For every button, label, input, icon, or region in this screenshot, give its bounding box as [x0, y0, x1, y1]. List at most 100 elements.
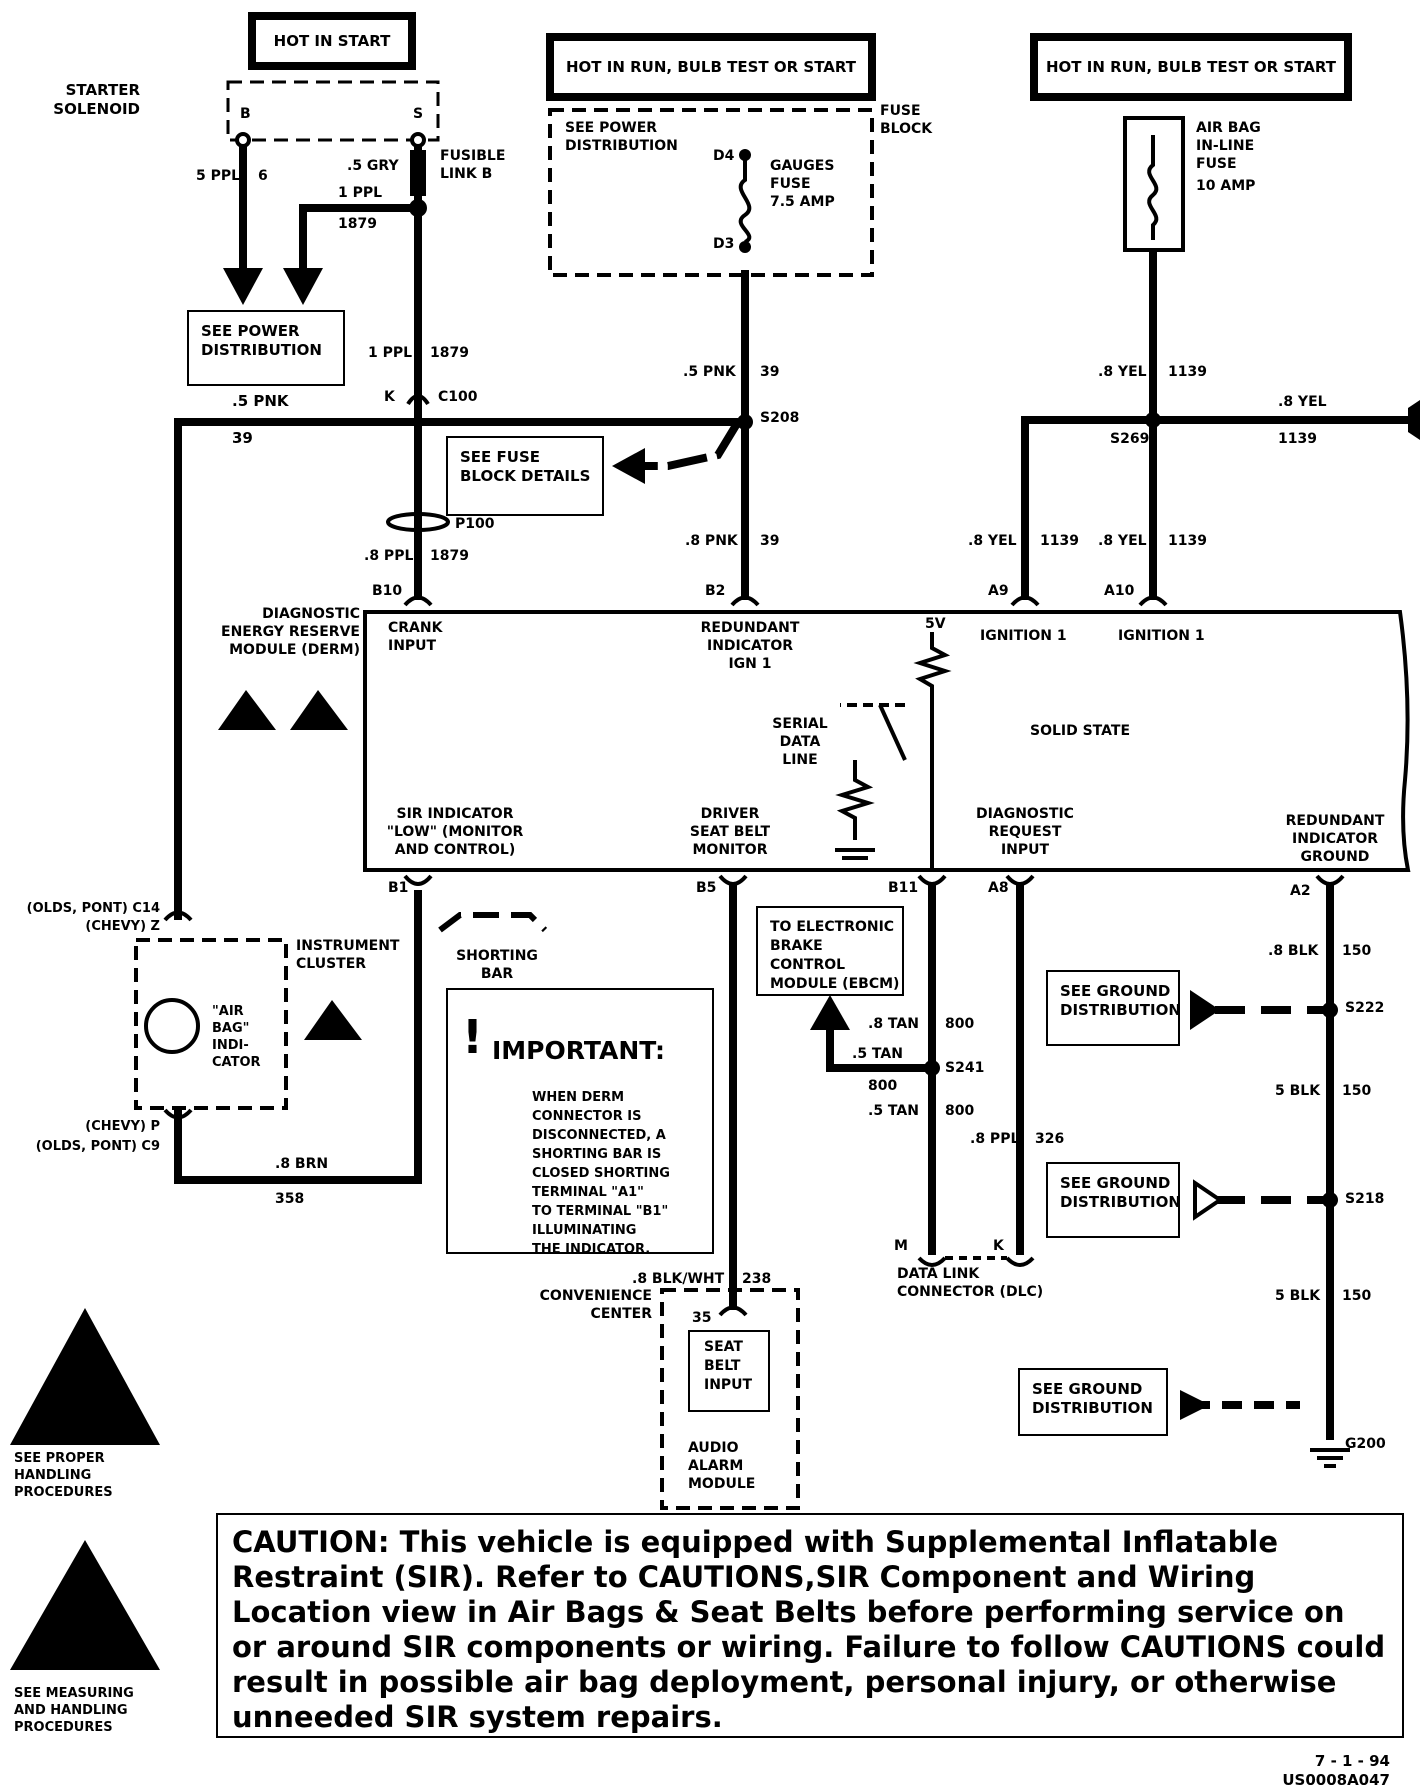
label-w-8pnk: .8 PNK [685, 533, 739, 549]
label-w-5ppl: 5 PPL [196, 168, 240, 184]
conn-dlc-m [917, 1256, 947, 1267]
footer-code: US0008A047 [1282, 1771, 1390, 1789]
label-solid-state: SOLID STATE [1030, 723, 1130, 739]
label-w-8yel-c: .8 YEL [968, 533, 1017, 549]
conn-b2 [730, 595, 760, 607]
label-w-5gry: .5 GRY [347, 158, 399, 174]
label-w-1139-d: 1139 [1168, 533, 1207, 549]
label-s208: S208 [760, 410, 799, 426]
footer-date: 7 - 1 - 94 [1314, 1752, 1390, 1770]
see-ground-distribution-2: SEE GROUND DISTRIBUTION [1046, 1162, 1181, 1238]
convenience-center-box [660, 1288, 800, 1510]
see-ground-distribution-1: SEE GROUND DISTRIBUTION [1046, 970, 1181, 1046]
conn-35 [718, 1305, 748, 1317]
label-pin-b2: B2 [705, 583, 725, 599]
label-pin-a10: A10 [1104, 583, 1135, 599]
splice-s218 [1322, 1192, 1338, 1208]
conn-c100 [406, 394, 430, 406]
label-w-358: 358 [275, 1191, 304, 1207]
arrow-fuse-details [612, 448, 645, 484]
label-w-1139-b: 1139 [1278, 431, 1317, 447]
label-w-1ppl-a: 1 PPL [338, 185, 382, 201]
label-pin-35: 35 [692, 1310, 711, 1326]
label-g200: G200 [1345, 1436, 1386, 1452]
esd-icon-1 [218, 690, 276, 730]
arrow-ground-3 [1180, 1390, 1210, 1420]
label-w-8ppl-b: .8 PPL [970, 1131, 1019, 1147]
airbag-warning-icon [10, 1308, 160, 1445]
label-w-1139-c: 1139 [1040, 533, 1079, 549]
label-term-b: B [240, 106, 251, 122]
esd-icon-2 [290, 690, 348, 730]
label-w-5pnk-left: .5 PNK [232, 392, 290, 410]
caution-text: CAUTION: This vehicle is equipped with S… [232, 1525, 1386, 1734]
label-w-800-c: 800 [945, 1103, 974, 1119]
label-w-326: 326 [1035, 1131, 1064, 1147]
important-exclamation: ! [462, 1010, 483, 1064]
label-w-800-a: 800 [945, 1016, 974, 1032]
label-w-5tan-b: .5 TAN [868, 1103, 919, 1119]
airbag-fuse-box [1123, 116, 1185, 252]
conn-b5 [718, 874, 748, 886]
label-w-8yel-d: .8 YEL [1098, 533, 1147, 549]
label-s269: S269 [1110, 431, 1149, 447]
wire-yel-left [1021, 416, 1153, 600]
label-s222: S222 [1345, 1000, 1384, 1016]
label-w-5blk-b: 5 BLK [1275, 1288, 1321, 1304]
label-w-1139-a: 1139 [1168, 364, 1207, 380]
wire-5pnk-39 [174, 418, 738, 920]
label-w-39-left: 39 [232, 429, 253, 447]
label-pin-b1: B1 [388, 880, 408, 896]
conn-a8 [1005, 874, 1035, 886]
label-w-150-c: 150 [1342, 1288, 1371, 1304]
arrow-ebcm [810, 995, 850, 1030]
wire-brn-358 [174, 890, 422, 1184]
label-s241: S241 [945, 1060, 984, 1076]
label-pin-a9: A9 [988, 583, 1009, 599]
conn-b1 [403, 874, 433, 886]
label-p100: P100 [455, 516, 495, 532]
hot-in-run-left-box: HOT IN RUN, BULB TEST OR START [546, 33, 876, 101]
conn-c9 [163, 1108, 193, 1120]
esd-icon-3 [304, 1000, 362, 1040]
arrow-ground-1 [1190, 990, 1220, 1030]
label-chevy-z: (CHEVY) Z [85, 919, 160, 934]
label-ignition1-b: IGNITION 1 [1118, 628, 1205, 644]
fuse-node-d4 [739, 149, 751, 161]
fuse-block-box [548, 108, 874, 277]
label-pin-b5: B5 [696, 880, 716, 896]
conn-b10 [403, 595, 433, 607]
splice-s269 [1145, 412, 1161, 428]
label-w-39-mid2: 39 [760, 533, 779, 549]
splice-s222 [1322, 1002, 1338, 1018]
conn-c14 [163, 910, 193, 922]
conn-a9 [1010, 595, 1040, 607]
label-term-s: S [413, 106, 423, 122]
switch-arm [878, 704, 907, 761]
label-w-1879-b: 1879 [430, 345, 469, 361]
label-w-238: 238 [742, 1271, 771, 1287]
label-conn-k: K [384, 389, 396, 405]
derm-module-outline [363, 610, 1411, 872]
label-w-8yel-b: .8 YEL [1278, 394, 1327, 410]
label-five-v: 5V [925, 616, 946, 632]
ebcm-box: TO ELECTRONIC BRAKE CONTROL MODULE (EBCM… [756, 906, 904, 996]
label-chevy-p: (CHEVY) P [85, 1119, 160, 1134]
